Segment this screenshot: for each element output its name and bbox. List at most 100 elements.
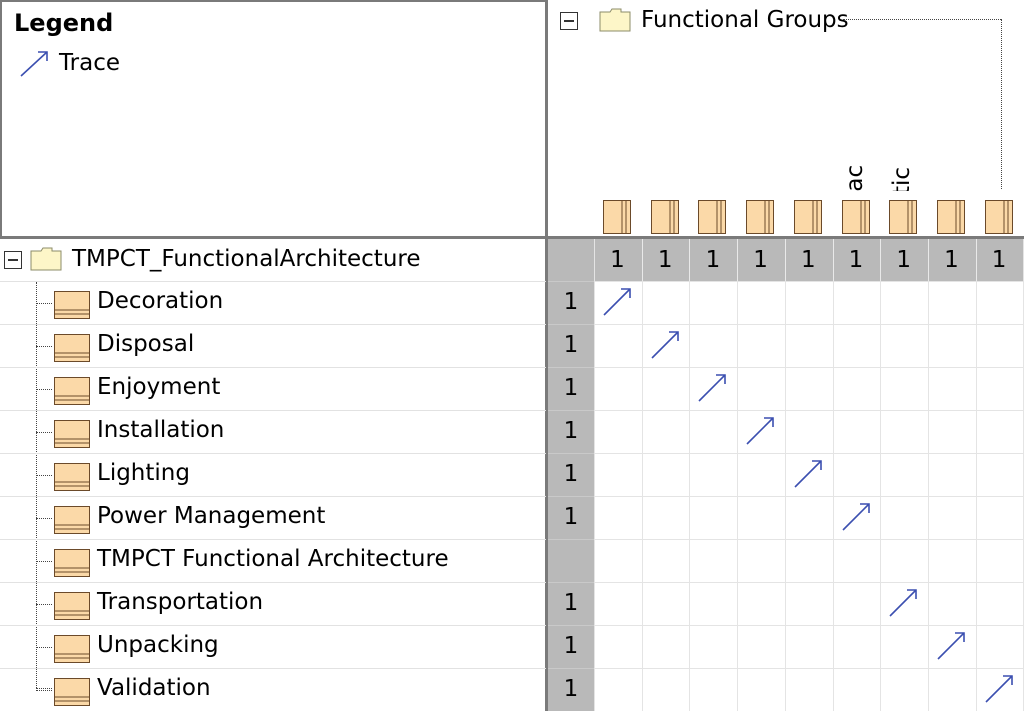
row-header[interactable]: Transportation — [0, 582, 546, 625]
column-count-row — [594, 239, 1024, 281]
trace-arrow-icon[interactable] — [936, 631, 966, 661]
legend-title: Legend — [14, 9, 114, 37]
row-header-label: Lighting — [97, 460, 190, 486]
column-header-label-box: Lighting — [795, 41, 817, 191]
grid-line — [689, 239, 691, 711]
column-header[interactable]: Lighting — [785, 40, 832, 236]
column-header[interactable]: Decoration — [594, 40, 641, 236]
column-count: 1 — [848, 247, 864, 273]
column-header-label: Lighting — [795, 167, 817, 191]
class-icon — [936, 200, 965, 234]
horizontal-splitter[interactable] — [0, 236, 1024, 239]
row-count: 1 — [563, 418, 579, 444]
row-group-label[interactable]: TMPCT_FunctionalArchitecture — [72, 246, 421, 272]
folder-icon — [599, 8, 631, 32]
grid-line — [548, 410, 594, 411]
trace-arrow-icon[interactable] — [650, 330, 680, 360]
class-icon — [54, 678, 90, 706]
column-header[interactable]: Unpacking — [928, 40, 975, 236]
tree-connector — [36, 475, 52, 476]
row-header-label: Installation — [97, 417, 225, 443]
column-header-label-box: Transportatic — [890, 41, 912, 191]
grid-line — [641, 239, 643, 281]
class-icon — [698, 200, 727, 234]
column-count: 1 — [991, 247, 1007, 273]
column-header-label: Validation — [986, 167, 1008, 191]
grid-line — [641, 239, 643, 711]
column-header-label: Enjoyment — [699, 167, 721, 191]
grid-line — [594, 324, 1024, 325]
row-header[interactable]: TMPCT Functional Architecture — [0, 539, 546, 582]
grid-line — [594, 453, 1024, 454]
row-header[interactable]: Enjoyment — [0, 367, 546, 410]
row-count: 1 — [563, 504, 579, 530]
trace-arrow-icon[interactable] — [697, 373, 727, 403]
grid-line — [548, 324, 594, 325]
row-header[interactable]: Installation — [0, 410, 546, 453]
grid-line — [927, 239, 929, 711]
row-count: 1 — [563, 590, 579, 616]
row-header[interactable]: Disposal — [0, 324, 546, 367]
column-header[interactable]: Validation — [976, 40, 1023, 236]
grid-line — [594, 281, 1024, 282]
column-count: 1 — [944, 247, 959, 273]
tree-connector — [843, 19, 1001, 20]
grid-line — [548, 625, 594, 626]
grid-line — [880, 239, 882, 711]
column-header[interactable]: Disposal — [642, 40, 689, 236]
tree-connector — [36, 389, 52, 390]
column-group-label[interactable]: Functional Groups — [641, 7, 849, 33]
row-header[interactable]: Power Management — [0, 496, 546, 539]
grid-line — [594, 668, 1024, 669]
grid-line — [689, 239, 691, 281]
column-header-label-box: Unpacking — [938, 41, 960, 191]
class-icon — [54, 506, 90, 534]
row-count-column — [548, 239, 594, 711]
legend-item-trace: Trace — [59, 50, 121, 76]
tree-connector — [36, 432, 52, 433]
column-header[interactable]: Installation — [737, 40, 784, 236]
collapse-toggle-icon[interactable] — [4, 251, 22, 269]
folder-icon — [30, 247, 62, 271]
trace-arrow-icon[interactable] — [888, 588, 918, 618]
row-count — [548, 539, 594, 582]
row-count: 1 — [563, 676, 579, 702]
class-icon — [54, 463, 90, 491]
collapse-toggle-icon[interactable] — [560, 12, 578, 30]
row-header[interactable]: Unpacking — [0, 625, 546, 668]
column-header[interactable]: Enjoyment — [689, 40, 736, 236]
column-count: 1 — [800, 247, 816, 273]
tree-connector — [36, 604, 52, 605]
grid-line — [784, 239, 786, 711]
column-header-label: Decoration — [604, 167, 626, 192]
grid-line — [784, 239, 786, 281]
trace-arrow-icon[interactable] — [793, 459, 823, 489]
row-header-label: Transportation — [97, 589, 264, 615]
tree-connector — [36, 303, 52, 304]
vertical-splitter[interactable] — [545, 0, 548, 711]
row-header[interactable]: Lighting — [0, 453, 546, 496]
grid-line — [548, 367, 594, 368]
trace-arrow-icon[interactable] — [984, 674, 1014, 704]
class-icon — [603, 200, 631, 234]
row-header[interactable]: Decoration — [0, 281, 546, 324]
trace-arrow-icon[interactable] — [841, 502, 871, 532]
grid-line — [737, 239, 739, 711]
column-header[interactable]: Transportatic — [880, 40, 927, 236]
grid-line — [548, 281, 594, 282]
grid-line — [927, 239, 929, 281]
row-header[interactable]: Validation — [0, 668, 546, 711]
grid-line — [594, 496, 1024, 497]
row-count: 1 — [563, 633, 579, 659]
class-icon — [54, 549, 90, 577]
grid-line — [594, 239, 595, 711]
row-header-label: TMPCT Functional Architecture — [97, 546, 449, 572]
trace-arrow-icon[interactable] — [745, 416, 775, 446]
grid-line — [594, 582, 1024, 583]
column-header[interactable]: Power Manac — [833, 40, 880, 236]
class-icon — [841, 200, 870, 234]
row-header-label: Validation — [97, 675, 211, 701]
trace-arrow-icon[interactable] — [602, 287, 632, 317]
